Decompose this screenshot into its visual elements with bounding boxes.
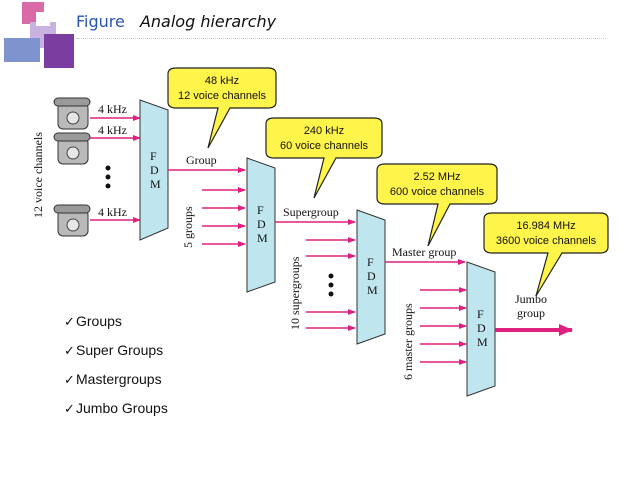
fdm-letter: D — [367, 269, 376, 283]
heading-rule — [76, 38, 606, 39]
fdm-letter: F — [367, 255, 374, 269]
checkmark-icon: ✓ — [64, 343, 75, 358]
fdm-letter: F — [257, 203, 264, 217]
callout-bubble-4: 16.984 MHz 3600 voice channels — [483, 212, 609, 297]
decor-square-blue — [4, 38, 40, 62]
jumbo-label: group — [517, 306, 545, 320]
supergroup-label: Supergroup — [283, 205, 339, 219]
fdm-letter: M — [150, 177, 161, 191]
fdm-letter: D — [477, 321, 486, 335]
fdm-letter: F — [150, 149, 157, 163]
bullet-item: ✓Groups — [64, 312, 168, 341]
bubble-rate: 16.984 MHz — [516, 220, 575, 232]
fdm-letter: F — [477, 307, 484, 321]
telephone-icon — [53, 132, 91, 165]
bullet-text: Super Groups — [76, 342, 164, 358]
bubble-channels: 60 voice channels — [280, 140, 369, 152]
checkmark-icon: ✓ — [64, 401, 75, 416]
input-arrows-stage4 — [420, 287, 467, 365]
callout-bubble-1: 48 kHz 12 voice channels — [167, 67, 277, 149]
callout-bubble-2: 240 kHz 60 voice channels — [265, 117, 383, 199]
bullet-text: Jumbo Groups — [76, 400, 168, 416]
bubble-rate: 240 kHz — [304, 125, 344, 137]
figure-label: Figure — [76, 12, 125, 31]
fdm-block-2 — [246, 157, 276, 293]
checkmark-icon: ✓ — [64, 314, 75, 329]
decor-square-white — [36, 12, 50, 26]
bullet-item: ✓Mastergroups — [64, 370, 168, 399]
bullet-text: Groups — [76, 313, 122, 329]
ellipsis-dots — [328, 273, 334, 297]
bubble-rate: 48 kHz — [205, 75, 239, 87]
bullet-item: ✓Jumbo Groups — [64, 399, 168, 428]
bubble-channels: 12 voice channels — [178, 90, 267, 102]
fdm-block-4 — [466, 261, 496, 397]
bullet-text: Mastergroups — [76, 371, 162, 387]
five-groups-label: 5 groups — [181, 206, 195, 248]
bubble-channels: 3600 voice channels — [496, 235, 597, 247]
fdm-block-1 — [139, 99, 169, 241]
bullet-list: ✓Groups ✓Super Groups ✓Mastergroups ✓Jum… — [64, 312, 168, 428]
checkmark-icon: ✓ — [64, 372, 75, 387]
bullet-item: ✓Super Groups — [64, 341, 168, 370]
telephone-icon — [53, 97, 91, 130]
fdm-letter: M — [477, 335, 488, 349]
fdm-letter: M — [257, 231, 268, 245]
freq-label: 4 kHz — [98, 123, 127, 137]
bubble-channels: 600 voice channels — [390, 186, 485, 198]
bubble-rate: 2.52 MHz — [413, 171, 460, 183]
figure-caption: Analog hierarchy — [139, 12, 277, 31]
fdm-letter: D — [257, 217, 266, 231]
fdm-letter: M — [367, 283, 378, 297]
decor-square-purple — [44, 34, 74, 68]
six-master-groups-label: 6 master groups — [401, 303, 415, 380]
fdm-letter: D — [150, 163, 159, 177]
jumbo-label: Jumbo — [515, 292, 547, 306]
input-arrows-stage1 — [90, 115, 141, 223]
ten-supergroups-label: 10 supergroups — [288, 256, 302, 330]
group-label: Group — [186, 153, 217, 167]
telephone-icon — [53, 204, 91, 237]
callout-bubble-3: 2.52 MHz 600 voice channels — [376, 163, 498, 247]
input-arrows-stage2 — [202, 187, 246, 247]
slide-heading: Figure Analog hierarchy — [76, 12, 276, 31]
input-arrows-stage3 — [306, 237, 356, 331]
ellipsis-dots — [105, 165, 111, 189]
master-group-label: Master group — [392, 245, 456, 259]
voice-channels-label: 12 voice channels — [31, 132, 45, 218]
freq-label: 4 kHz — [98, 102, 127, 116]
fdm-block-3 — [356, 209, 386, 345]
freq-label: 4 kHz — [98, 205, 127, 219]
